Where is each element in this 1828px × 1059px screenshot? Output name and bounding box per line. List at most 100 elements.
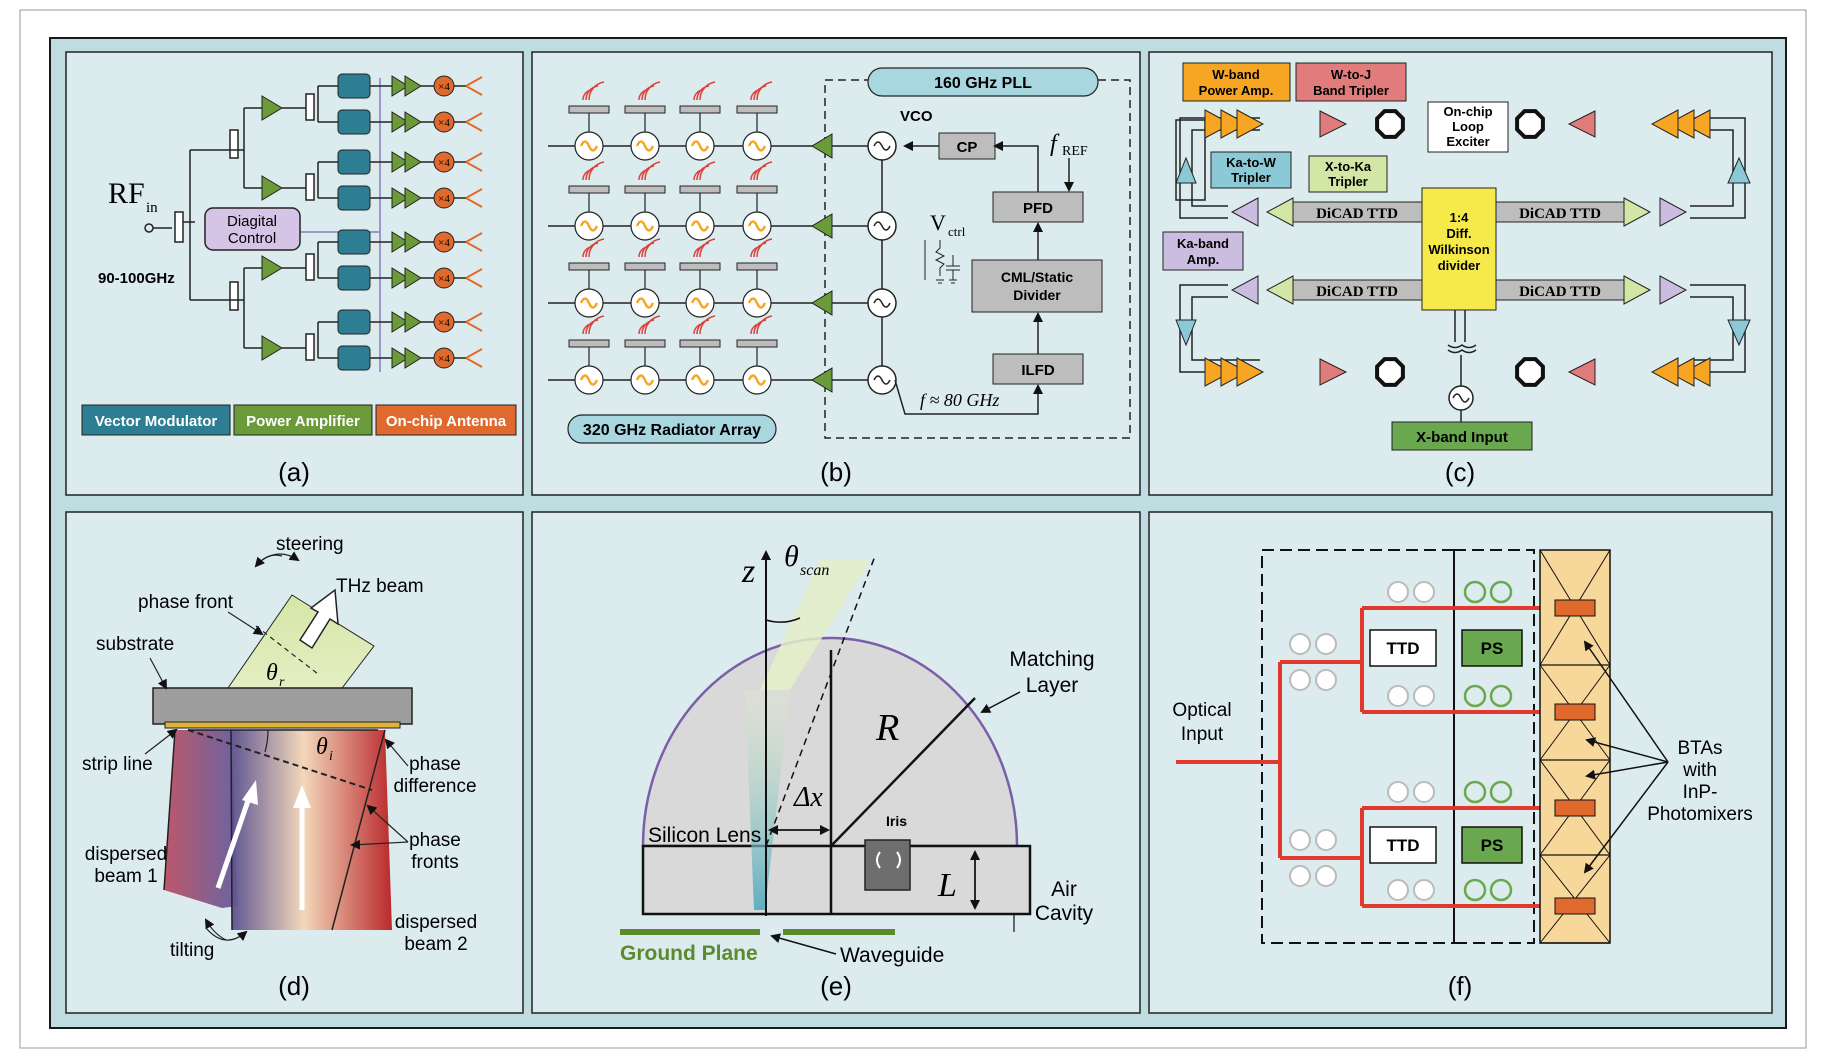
theta-scan-subscript: scan xyxy=(800,562,829,579)
theta-i-subscript: i xyxy=(329,749,333,764)
radiator-array xyxy=(548,81,822,395)
sine-icon xyxy=(873,298,891,308)
phase-coil xyxy=(1463,780,1487,804)
rf-in-subscript: in xyxy=(146,200,158,216)
wilk-line4: divider xyxy=(1438,258,1481,273)
fiber-coil xyxy=(1315,669,1337,691)
waveguide-label: Waveguide xyxy=(840,944,944,967)
loop-exciter-icon xyxy=(1515,357,1545,387)
radiator-patch xyxy=(568,339,610,348)
pa-stage-2 xyxy=(404,75,422,97)
pa-stage-1 xyxy=(391,231,409,253)
theta-r-label: θ xyxy=(266,660,278,686)
pa-stage-1 xyxy=(391,347,409,369)
fiber-coil xyxy=(1289,829,1311,851)
x-to-ka-tripler xyxy=(1265,275,1294,305)
fiber-coil xyxy=(1413,581,1435,603)
cp-label: CP xyxy=(957,139,978,156)
pa-stage-2 xyxy=(404,267,422,289)
sine-icon xyxy=(635,374,655,386)
fiber-coil xyxy=(1413,879,1435,901)
w-band-amp xyxy=(1666,109,1695,139)
digital-control-line1: Diagital xyxy=(227,213,277,230)
beam1-line1: dispersed xyxy=(85,844,167,865)
btas-line2: with xyxy=(1682,760,1717,781)
caption-a: (a) xyxy=(278,457,310,487)
w-to-j-label-box xyxy=(1295,62,1407,102)
substrate-block xyxy=(152,687,413,725)
vector-modulator xyxy=(337,109,371,135)
radiation-icon xyxy=(750,315,773,335)
fref-subscript: REF xyxy=(1062,144,1088,159)
vco-chain xyxy=(811,131,897,395)
pa-stage-1 xyxy=(391,151,409,173)
pll-label-box xyxy=(867,67,1099,97)
steering-label: steering xyxy=(276,534,344,555)
loop-exciter-icon xyxy=(1515,109,1545,139)
legend-on-chip-antenna xyxy=(375,404,517,436)
phase-coil xyxy=(1463,684,1487,708)
pa-stage-2 xyxy=(404,151,422,173)
sine-icon xyxy=(747,297,767,309)
phase-front-label: phase front xyxy=(138,592,234,613)
beam-direction-arrow xyxy=(298,588,339,650)
x-band-source xyxy=(1447,310,1477,422)
btas-line1: BTAs xyxy=(1677,738,1722,759)
ps-box-bottom xyxy=(1461,826,1523,864)
photomixer xyxy=(1554,799,1596,817)
ps-bottom-label: PS xyxy=(1481,836,1504,855)
ground-plane-label: Ground Plane xyxy=(620,942,758,965)
radiation-icon xyxy=(638,238,661,258)
radiator-patch xyxy=(736,339,778,348)
pa-stage-1 xyxy=(391,75,409,97)
top-chain xyxy=(1175,109,1751,387)
fiber-coil xyxy=(1387,581,1409,603)
beam1-line2: beam 1 xyxy=(94,866,157,887)
vector-modulator xyxy=(337,149,371,175)
pa-stage-2 xyxy=(404,231,422,253)
radiation-icon xyxy=(582,238,605,258)
iris-label: Iris xyxy=(886,813,907,829)
ka-to-w-tripler xyxy=(1727,319,1751,347)
pa-stage-1 xyxy=(391,267,409,289)
theta-i-label: θ xyxy=(316,734,328,760)
radiation-icon xyxy=(693,238,716,258)
loop-filter xyxy=(924,240,960,284)
theta-scan-label: θ xyxy=(784,540,799,573)
sine-icon xyxy=(635,140,655,152)
pfd-block xyxy=(992,191,1084,223)
wilkinson-divider xyxy=(1421,187,1497,311)
ilfd-label: ILFD xyxy=(1021,362,1054,379)
phase-coil xyxy=(1489,580,1513,604)
thz-beam-label: THz beam xyxy=(336,576,424,597)
caption-c: (c) xyxy=(1445,457,1475,487)
pa-stage-2 xyxy=(404,347,422,369)
w-band-amp xyxy=(1682,109,1711,139)
bta-elements xyxy=(1539,549,1611,944)
multiplier-label: ×4 xyxy=(438,193,450,205)
w-band-amp xyxy=(1220,357,1249,387)
multiplier-label: ×4 xyxy=(438,237,450,249)
ka-band-amp xyxy=(1230,275,1259,305)
ttd-box-top xyxy=(1369,629,1437,667)
phase-coil xyxy=(1463,878,1487,902)
f80-label: f ≈ 80 GHz xyxy=(920,390,999,410)
ka-to-w-tripler xyxy=(1175,156,1197,184)
vector-modulator xyxy=(337,309,371,335)
fiber-coils xyxy=(1289,580,1513,902)
multiplier-label: ×4 xyxy=(438,353,450,365)
phase-fronts-line1: phase xyxy=(409,830,461,851)
radiator-patch xyxy=(568,185,610,194)
caption-d: (d) xyxy=(278,971,310,1001)
panel-c: W-band Power Amp. W-to-J Band Tripler On… xyxy=(1148,51,1773,496)
sine-icon xyxy=(873,375,891,385)
ilfd-block xyxy=(992,353,1084,385)
btas-line4: Photomixers xyxy=(1647,804,1753,825)
w-to-j-line1: W-to-J xyxy=(1331,67,1371,82)
digital-control-block xyxy=(204,207,301,251)
fiber-coil xyxy=(1387,879,1409,901)
ka-to-w-tripler xyxy=(1175,319,1197,347)
radiation-icon xyxy=(638,161,661,181)
pa-stage-2 xyxy=(404,187,422,209)
